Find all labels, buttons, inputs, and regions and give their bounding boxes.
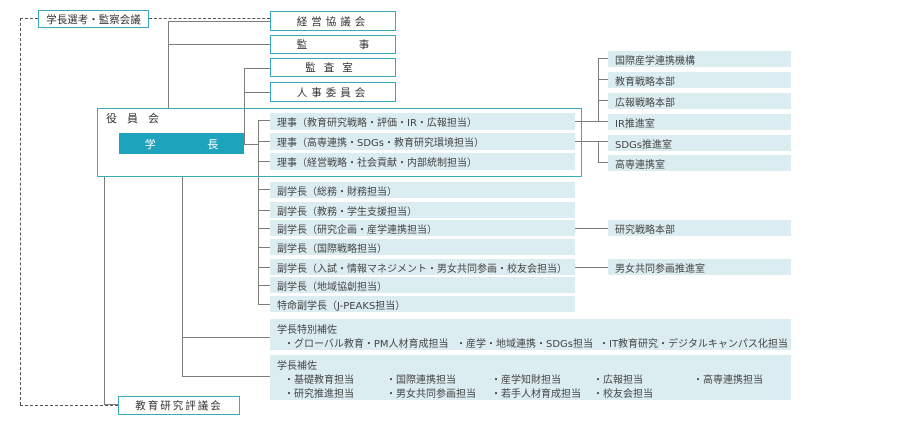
connector-line: [168, 21, 169, 108]
connector-line: [244, 68, 270, 69]
selection-council-box: 学長選考・監察会議: [38, 10, 149, 28]
unit-pr-strategy: 広報戦略本部: [608, 93, 791, 109]
special-advisor-item: ・産学・地域連携・SDGs担当: [456, 339, 594, 350]
education-council-box: 教育研究評議会: [118, 396, 240, 415]
unit-gender-equality: 男女共同参画推進室: [608, 259, 791, 275]
advisor-item: ・高専連携担当: [693, 375, 763, 386]
auditor-char-right: 事: [358, 39, 370, 51]
personnel-committee-box: 人事委員会: [270, 82, 396, 102]
dotted-connector: [20, 405, 118, 406]
management-council-box: 経営協議会: [270, 11, 396, 31]
director-2: 理事（高専連携・SDGs・教育研究環境担当）: [270, 133, 575, 150]
connector-line: [182, 177, 183, 377]
director-1: 理事（教育研究戦略・評価・IR・広報担当）: [270, 113, 575, 130]
dotted-connector: [20, 18, 38, 19]
connector-line: [598, 141, 599, 163]
connector-line: [258, 120, 270, 121]
vice-president-6: 副学長（地域協創担当）: [270, 277, 575, 293]
connector-line: [258, 228, 270, 229]
connector-line: [598, 79, 608, 80]
advisors-title: 学長補佐: [277, 361, 317, 372]
connector-line: [598, 58, 608, 59]
president-char-left: 学: [144, 137, 156, 151]
connector-line: [598, 121, 608, 122]
president-box: 学 長: [119, 133, 244, 154]
president-char-right: 長: [207, 137, 219, 151]
vice-president-3: 副学長（研究企画・産学連携担当）: [270, 220, 575, 236]
connector-line: [182, 376, 270, 377]
unit-education-strategy: 教育戦略本部: [608, 72, 791, 88]
connector-line: [258, 141, 270, 142]
connector-line: [575, 141, 608, 142]
connector-line: [598, 58, 599, 121]
connector-line: [575, 267, 608, 268]
connector-line: [104, 177, 105, 405]
connector-line: [258, 267, 270, 268]
connector-line: [258, 189, 270, 190]
dotted-connector: [20, 18, 21, 405]
advisor-item: ・若手人材育成担当: [491, 389, 581, 400]
connector-line: [598, 100, 608, 101]
connector-line: [258, 120, 259, 305]
special-advisor-item: ・グローバル教育・PM人材育成担当: [284, 339, 449, 350]
auditor-char-left: 監: [296, 39, 308, 51]
board-label: 役員会: [106, 112, 169, 125]
vice-president-4: 副学長（国際戦略担当）: [270, 239, 575, 255]
connector-line: [244, 92, 270, 93]
connector-line: [598, 162, 608, 163]
special-advisors-title: 学長特別補佐: [277, 325, 337, 336]
connector-line: [168, 21, 270, 22]
audit-office-box: 監査室: [270, 58, 396, 77]
special-advisors-box: [270, 319, 791, 350]
unit-research-strategy: 研究戦略本部: [608, 220, 791, 236]
advisor-item: ・産学知財担当: [491, 375, 561, 386]
connector-line: [258, 210, 270, 211]
advisor-item: ・基礎教育担当: [284, 375, 354, 386]
connector-line: [258, 285, 270, 286]
advisor-item: ・男女共同参画担当: [386, 389, 476, 400]
special-advisor-item: ・IT教育研究・デジタルキャンパス化担当: [599, 339, 788, 350]
unit-ir-office: IR推進室: [608, 114, 791, 130]
vice-president-2: 副学長（教務・学生支援担当）: [270, 202, 575, 218]
connector-line: [575, 121, 598, 122]
advisor-item: ・国際連携担当: [386, 375, 456, 386]
director-3: 理事（経営戦略・社会貢献・内部統制担当）: [270, 153, 575, 170]
unit-kosen-office: 高専連携室: [608, 155, 791, 171]
vice-president-1: 副学長（総務・財務担当）: [270, 182, 575, 198]
advisor-item: ・広報担当: [593, 375, 643, 386]
connector-line: [182, 337, 270, 338]
advisor-item: ・研究推進担当: [284, 389, 354, 400]
special-vice-president: 特命副学長（J-PEAKS担当）: [270, 296, 575, 312]
connector-line: [258, 161, 270, 162]
board-box: [97, 108, 582, 177]
vice-president-5: 副学長（入試・情報マネジメント・男女共同参画・校友会担当）: [270, 259, 575, 275]
connector-line: [104, 404, 118, 405]
connector-line: [244, 68, 245, 145]
connector-line: [258, 247, 270, 248]
auditor-box: 監 事: [270, 35, 396, 54]
unit-international-org: 国際産学連携機構: [608, 51, 791, 67]
dotted-connector: [149, 18, 270, 19]
advisors-box: [270, 355, 791, 400]
connector-line: [244, 144, 258, 145]
connector-line: [258, 304, 270, 305]
unit-sdgs-office: SDGs推進室: [608, 135, 791, 151]
advisor-item: ・校友会担当: [593, 389, 653, 400]
connector-line: [168, 44, 270, 45]
connector-line: [575, 228, 608, 229]
